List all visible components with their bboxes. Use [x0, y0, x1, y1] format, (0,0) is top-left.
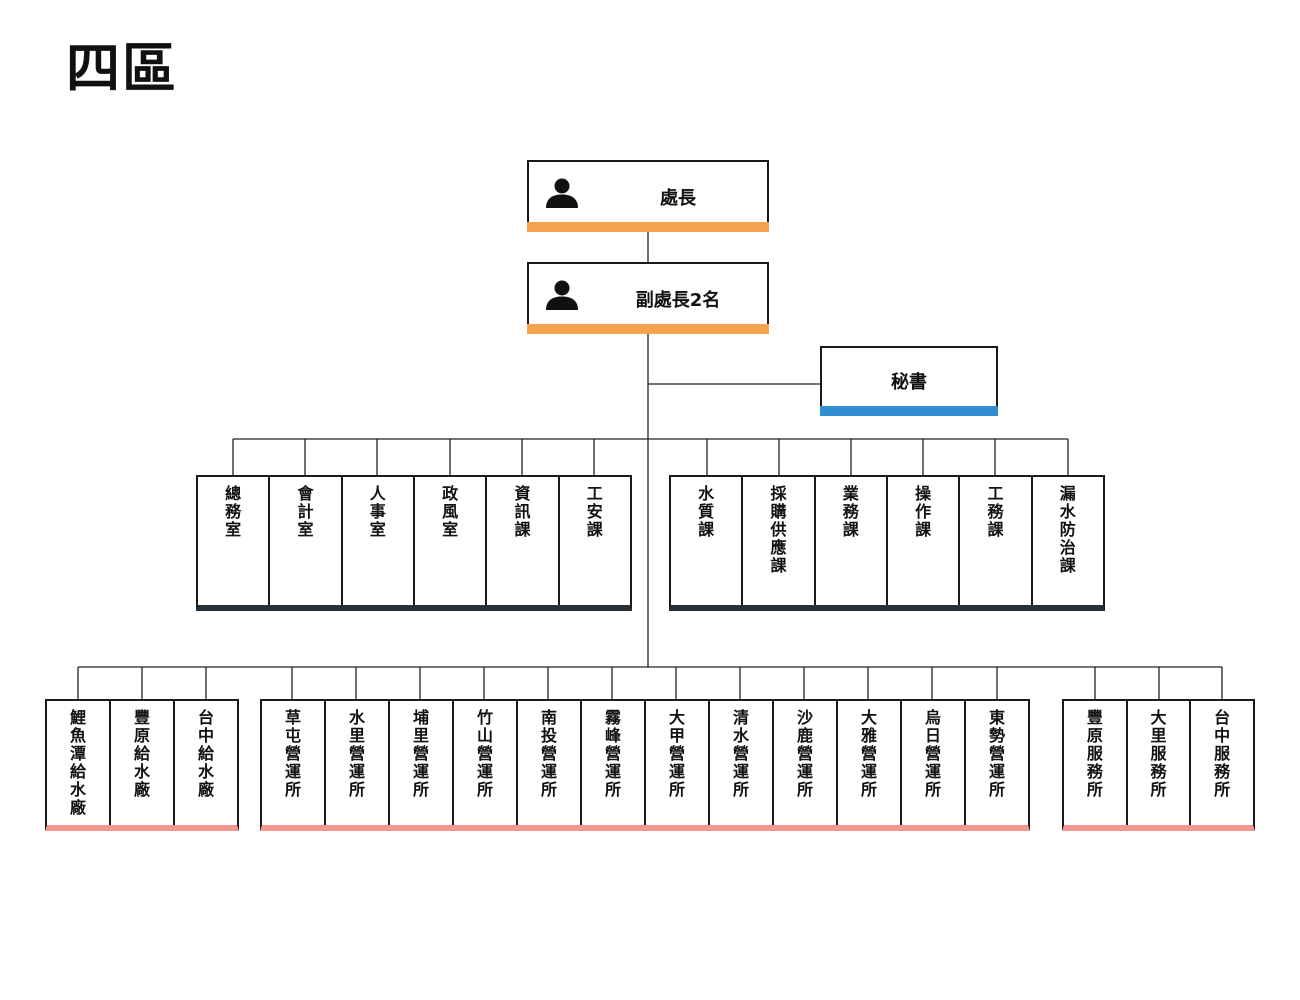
secretary-accent-bar — [820, 406, 998, 416]
station-node: 霧峰營運所 — [580, 701, 644, 825]
plant-label: 豐原給水廠 — [133, 708, 150, 799]
head-label: 處長 — [660, 188, 696, 209]
station-node: 草屯營運所 — [262, 701, 324, 825]
secretary-label: 秘書 — [891, 372, 927, 393]
station-label: 水里營運所 — [348, 708, 365, 799]
station-label: 大雅營運所 — [860, 708, 877, 799]
station-label: 草屯營運所 — [284, 708, 301, 799]
unit-node: 操作課 — [885, 477, 958, 605]
station-node: 清水營運所 — [708, 701, 772, 825]
station-label: 竹山營運所 — [476, 708, 493, 799]
service-office-label: 大里服務所 — [1150, 708, 1167, 799]
unit-label: 人事室 — [369, 484, 386, 539]
station-node: 竹山營運所 — [452, 701, 516, 825]
unit-node: 總務室 — [198, 477, 268, 605]
unit-node: 工安課 — [557, 477, 630, 605]
unit-label: 工安課 — [586, 484, 603, 539]
head-node: 處長 — [527, 160, 769, 232]
unit-label: 會計室 — [297, 484, 314, 539]
person-icon — [546, 280, 578, 310]
station-label: 霧峰營運所 — [604, 708, 621, 799]
station-node: 沙鹿營運所 — [772, 701, 836, 825]
secretary-node: 秘書 — [820, 346, 998, 416]
connector-station-drops — [77, 667, 1223, 700]
station-label: 沙鹿營運所 — [796, 708, 813, 799]
service-office-label: 豐原服務所 — [1086, 708, 1103, 799]
plant-label: 鯉魚潭給水廠 — [69, 708, 86, 817]
station-node: 大甲營運所 — [644, 701, 708, 825]
station-node: 南投營運所 — [516, 701, 580, 825]
unit-label: 業務課 — [842, 484, 859, 539]
station-node: 烏日營運所 — [900, 701, 964, 825]
service-office-node: 大里服務所 — [1125, 701, 1190, 825]
page-title: 四區 — [66, 37, 178, 100]
station-label: 東勢營運所 — [988, 708, 1005, 799]
unit-node: 水質課 — [671, 477, 741, 605]
station-label: 烏日營運所 — [924, 708, 941, 799]
unit-node: 業務課 — [813, 477, 886, 605]
head-accent-bar — [527, 222, 769, 232]
station-node: 東勢營運所 — [964, 701, 1028, 825]
deputy-node: 副處長2名 — [527, 262, 769, 334]
unit-label: 政風室 — [442, 484, 459, 539]
station-node: 大雅營運所 — [836, 701, 900, 825]
unit-node: 會計室 — [268, 477, 340, 605]
station-node: 埔里營運所 — [388, 701, 452, 825]
station-label: 大甲營運所 — [668, 708, 685, 799]
service-office-node: 豐原服務所 — [1064, 701, 1126, 825]
station-label: 南投營運所 — [540, 708, 557, 799]
station-label: 埔里營運所 — [412, 708, 429, 799]
plant-label: 台中給水廠 — [197, 708, 214, 799]
unit-label: 工務課 — [987, 484, 1004, 539]
stations-group: 草屯營運所 水里營運所 埔里營運所 竹山營運所 南投營運所 霧峰營運所 大甲營運… — [260, 699, 1030, 831]
station-node: 水里營運所 — [324, 701, 388, 825]
person-icon — [546, 178, 578, 208]
unit-label: 水質課 — [698, 484, 715, 539]
unit-node: 資訊課 — [485, 477, 557, 605]
plant-node: 豐原給水廠 — [109, 701, 173, 825]
station-label: 清水營運所 — [732, 708, 749, 799]
connector-dept-drops — [232, 439, 1069, 476]
unit-label: 資訊課 — [514, 484, 531, 539]
unit-node: 漏水防治課 — [1030, 477, 1103, 605]
unit-label: 漏水防治課 — [1059, 484, 1076, 575]
plants-group: 鯉魚潭給水廠 豐原給水廠 台中給水廠 — [45, 699, 239, 831]
unit-node: 工務課 — [958, 477, 1030, 605]
plant-node: 鯉魚潭給水廠 — [47, 701, 109, 825]
admin-units-group: 總務室 會計室 人事室 政風室 資訊課 工安課 — [196, 475, 632, 611]
plant-node: 台中給水廠 — [173, 701, 237, 825]
deputy-label: 副處長2名 — [635, 290, 721, 311]
operation-units-group: 水質課 採購供應課 業務課 操作課 工務課 漏水防治課 — [669, 475, 1105, 611]
unit-label: 採購供應課 — [770, 484, 787, 575]
deputy-accent-bar — [527, 324, 769, 334]
unit-node: 人事室 — [340, 477, 413, 605]
unit-label: 總務室 — [225, 484, 242, 539]
service-office-node: 台中服務所 — [1189, 701, 1253, 825]
unit-label: 操作課 — [915, 484, 932, 539]
unit-node: 政風室 — [412, 477, 485, 605]
unit-node: 採購供應課 — [741, 477, 813, 605]
service-office-label: 台中服務所 — [1214, 708, 1231, 799]
service-offices-group: 豐原服務所 大里服務所 台中服務所 — [1062, 699, 1255, 831]
